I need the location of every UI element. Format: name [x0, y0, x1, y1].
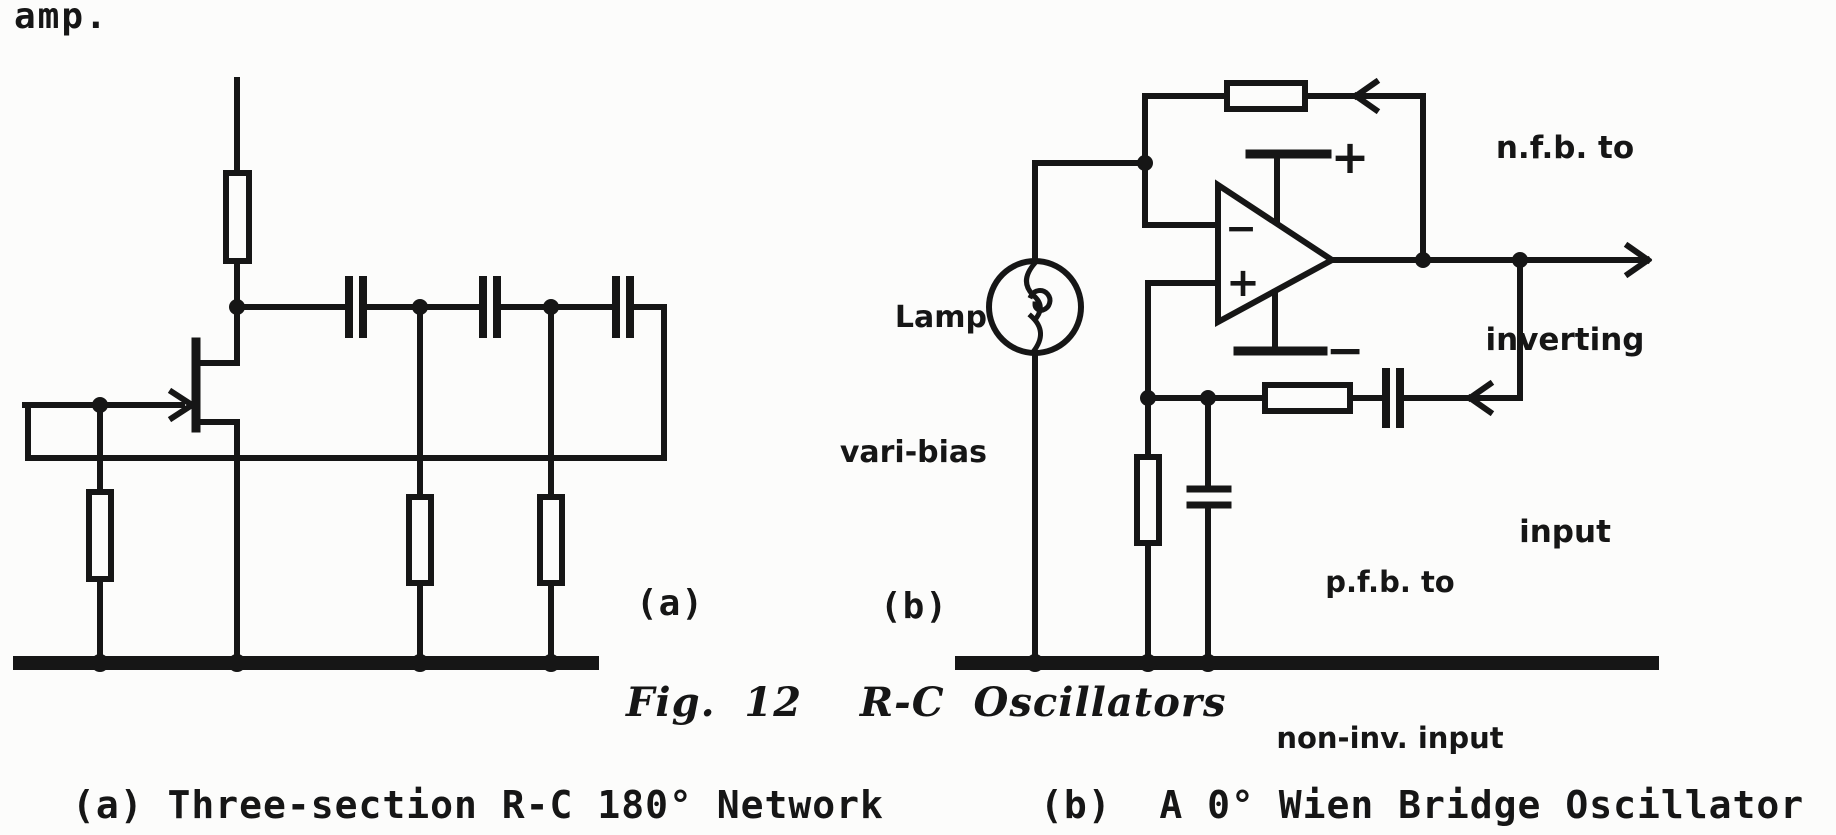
shunt-resistor-2	[537, 494, 565, 586]
opamp-supply-negative-symbol: −	[1325, 323, 1365, 377]
circuit-a-tag: (a)	[636, 583, 705, 624]
lamp-annotation: Lamp vari-bias	[795, 205, 987, 565]
page-text-fragment: amp.	[14, 0, 109, 37]
pfb-annotation-line1: p.f.b. to	[1325, 565, 1455, 599]
lamp-top-wire	[1032, 160, 1148, 264]
pfb-shunt-capacitor	[1186, 485, 1232, 509]
sub-caption-b: (b) A 0° Wien Bridge Oscillator	[1040, 783, 1805, 827]
lamp-icon	[986, 258, 1084, 356]
pfb-shunt-resistor	[1134, 454, 1162, 546]
circuit-a-phase-shift-network	[13, 77, 667, 672]
coupling-capacitor-2	[479, 276, 501, 338]
noninverting-input-wire	[1145, 280, 1221, 401]
pfb-arrow-icon	[1465, 379, 1495, 417]
gate-bias-resistor	[86, 489, 114, 582]
shunt-resistor-1	[406, 494, 434, 586]
opamp-supply-positive-symbol: +	[1330, 130, 1370, 184]
pfb-annotation: p.f.b. to non-inv. input	[1240, 452, 1540, 835]
nfb-wire	[1142, 93, 1426, 263]
nfb-resistor	[1224, 80, 1308, 112]
jfet-gate-arrow-icon	[167, 387, 197, 423]
circuit-b-wien-bridge	[955, 77, 1659, 672]
junction-dots-b	[1026, 155, 1528, 672]
coupling-wire	[234, 304, 667, 461]
nfb-arrow-icon	[1351, 77, 1381, 115]
jfet-transistor	[167, 306, 240, 666]
nfb-annotation-line3: input	[1519, 514, 1611, 550]
coupling-capacitor-3	[612, 276, 634, 338]
figure-caption: Fig. 12 R-C Oscillators	[626, 679, 1227, 726]
drain-load-resistor	[223, 170, 252, 264]
pfb-drop-wire	[1400, 257, 1523, 401]
nfb-annotation-line1: n.f.b. to	[1495, 130, 1635, 166]
feedback-return-wire	[22, 402, 667, 461]
junction-dots-a	[91, 299, 560, 672]
sub-caption-a: (a) Three-section R-C 180° Network	[72, 783, 884, 827]
coupling-capacitor-1	[345, 276, 367, 338]
opamp-noninverting-input-symbol: +	[1226, 260, 1260, 306]
pfb-series-resistor	[1262, 382, 1353, 414]
jfet-source-wire	[195, 419, 240, 666]
lamp-annotation-line1: Lamp	[894, 300, 987, 335]
nfb-annotation: n.f.b. to inverting input	[1440, 0, 1690, 692]
jfet-drain-wire	[195, 306, 240, 366]
output-arrow-icon	[1623, 241, 1653, 279]
opamp-inverting-input-symbol: −	[1225, 206, 1257, 250]
lamp-annotation-line2: vari-bias	[839, 435, 987, 470]
nfb-annotation-line2: inverting	[1485, 322, 1645, 358]
circuit-b-tag: (b)	[880, 586, 949, 627]
pfb-annotation-line2: non-inv. input	[1276, 721, 1504, 755]
